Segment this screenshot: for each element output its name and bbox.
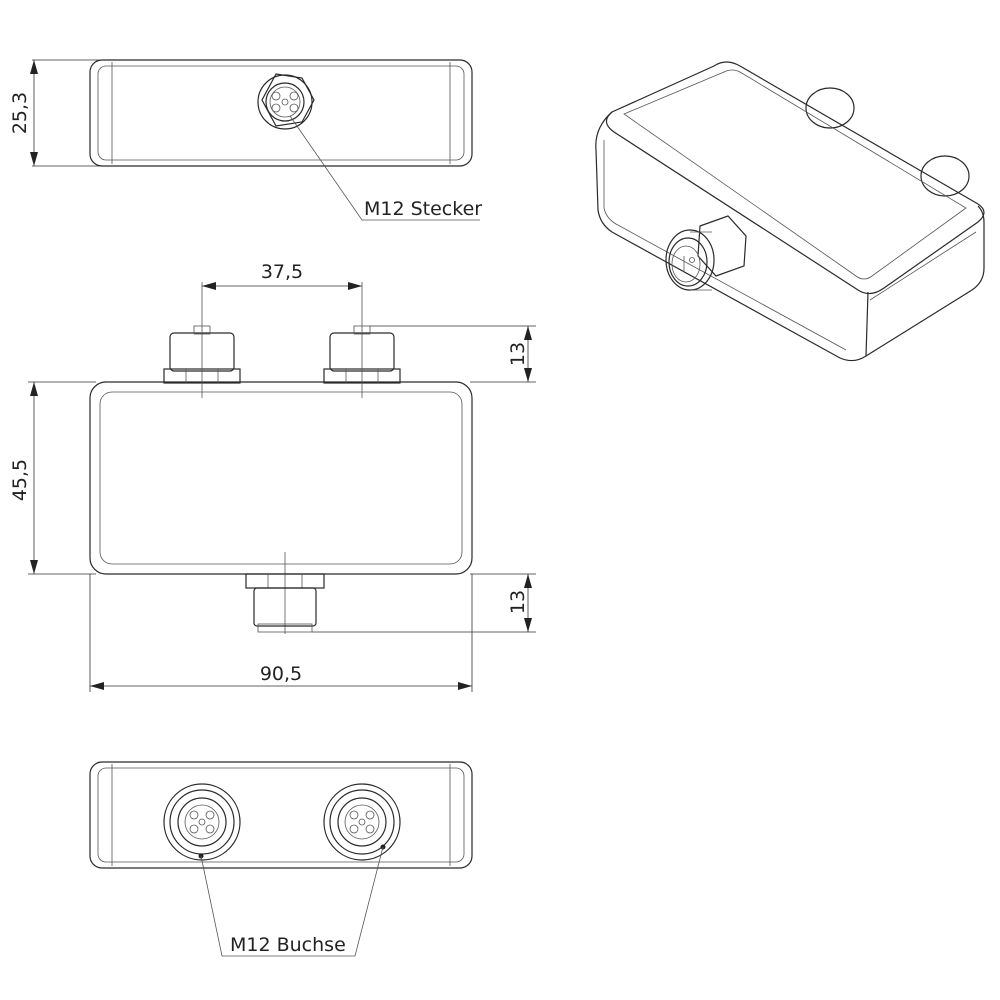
dim-connector-top-length: 13 — [507, 342, 529, 366]
dim-connector-spacing: 37,5 — [261, 261, 303, 283]
top-view-housing — [89, 59, 473, 167]
m12-plug-face — [257, 73, 315, 130]
dim-connector-bottom-length: 13 — [507, 590, 529, 614]
dim-height-top-view: 25,3 — [9, 92, 31, 134]
callout-m12-plug: M12 Stecker — [364, 198, 482, 220]
m12-socket-left-face — [163, 783, 241, 861]
dim-depth-front-view: 45,5 — [9, 459, 31, 501]
iso-housing-right — [865, 205, 985, 357]
iso-m12-plug — [665, 215, 747, 291]
front-view-housing — [89, 381, 473, 575]
iso-housing-front — [595, 111, 869, 362]
isometric-view — [595, 61, 985, 362]
top-view: 25,3 M12 Stecker — [9, 59, 482, 221]
front-view: 37,5 13 45,5 13 90,5 — [9, 261, 536, 692]
m12-socket-right-face — [323, 783, 401, 861]
iso-housing-top — [605, 61, 985, 295]
bottom-plug — [245, 573, 325, 633]
bottom-view: M12 Buchse — [89, 761, 473, 957]
bottom-view-housing — [89, 761, 473, 869]
dim-width-total: 90,5 — [260, 663, 302, 685]
callout-m12-socket: M12 Buchse — [230, 934, 346, 956]
